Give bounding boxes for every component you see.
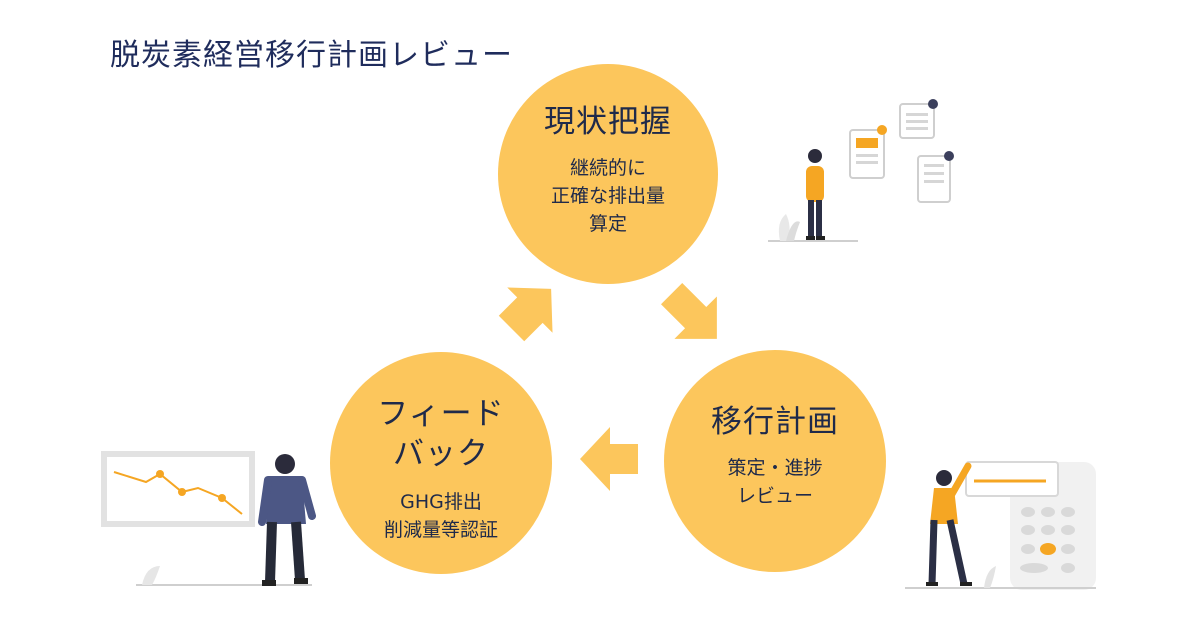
arrow-left-icon bbox=[580, 427, 638, 491]
cycle-step-transition-plan: 移行計画 策定・進捗 レビュー bbox=[664, 350, 886, 572]
step-heading: 現状把握 bbox=[544, 104, 672, 140]
step-description-line: GHG排出 bbox=[400, 491, 482, 513]
step-description-line: 削減量等認証 bbox=[383, 519, 498, 541]
step-description-line: 策定・進捗 bbox=[727, 457, 823, 479]
step-description-line: レビュー bbox=[736, 485, 813, 507]
page-title: 脱炭素経営移行計画レビュー bbox=[110, 38, 513, 73]
step-description-line: 継続的に bbox=[569, 157, 646, 179]
arrow-up-right-icon bbox=[498, 287, 553, 342]
step-heading-line: フィード bbox=[377, 396, 505, 432]
step-description: GHG排出 削減量等認証 bbox=[330, 488, 552, 544]
step-description-line: 算定 bbox=[588, 213, 627, 235]
person-documents-illustration bbox=[768, 99, 954, 242]
step-description: 策定・進捗 レビュー bbox=[664, 454, 886, 510]
step-description: 継続的に 正確な排出量 算定 bbox=[498, 154, 718, 238]
step-heading: 移行計画 bbox=[711, 404, 839, 440]
step-heading: フィード バック bbox=[330, 394, 552, 474]
person-chart-illustration bbox=[101, 451, 316, 586]
arrow-right-down-icon bbox=[661, 283, 717, 339]
cycle-step-feedback: フィード バック GHG排出 削減量等認証 bbox=[330, 352, 552, 574]
cycle-step-current-state: 現状把握 継続的に 正確な排出量 算定 bbox=[498, 64, 718, 284]
step-heading-line: バック bbox=[393, 436, 489, 472]
step-description-line: 正確な排出量 bbox=[550, 185, 665, 207]
person-calculator-illustration bbox=[905, 461, 1096, 590]
